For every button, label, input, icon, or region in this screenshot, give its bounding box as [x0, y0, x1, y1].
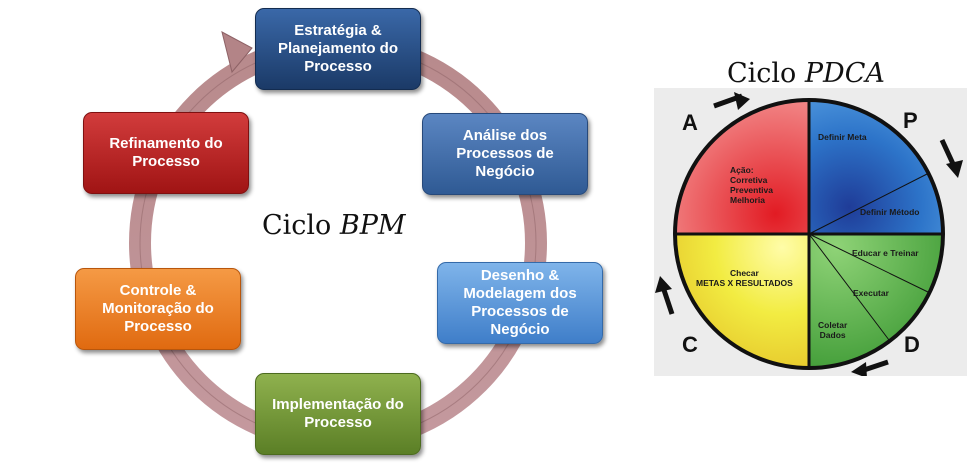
pdca-act-text: Ação: Corretiva Preventiva Melhoria	[730, 165, 773, 205]
pdca-label-a: A	[682, 110, 698, 135]
pdca-plan-meta: Definir Meta	[818, 132, 867, 142]
pdca-label-d: D	[904, 332, 920, 357]
step-analise-processos: Análise dos Processos de Negócio	[422, 113, 588, 195]
bpm-title: Ciclo BPM	[262, 210, 406, 241]
pdca-do-educar: Educar e Treinar	[852, 248, 919, 258]
pdca-wheel	[655, 92, 963, 376]
pdca-plan-metodo: Definir Método	[860, 207, 920, 217]
step-estrategia-planejamento: Estratégia & Planejamento do Processo	[255, 8, 421, 90]
pdca-check-quadrant	[675, 234, 809, 368]
pdca-do-coletar: Coletar Dados	[818, 320, 848, 340]
step-desenho-modelagem: Desenho & Modelagem dos Processos de Neg…	[437, 262, 603, 344]
step-refinamento: Refinamento do Processo	[83, 112, 249, 194]
step-controle-monitoracao: Controle & Monitoração do Processo	[75, 268, 241, 350]
arrow-c-to-a-icon	[655, 276, 675, 315]
pdca-label-c: C	[682, 332, 698, 357]
arrow-p-to-d-icon	[939, 138, 963, 178]
pdca-act-quadrant	[675, 100, 809, 234]
pdca-check-text: Checar METAS X RESULTADOS	[696, 268, 793, 288]
pdca-do-executar: Executar	[853, 288, 889, 298]
pdca-do-quadrant	[809, 234, 943, 368]
step-implementacao: Implementação do Processo	[255, 373, 421, 455]
pdca-title: Ciclo PDCA	[727, 58, 885, 89]
arrow-d-to-c-icon	[851, 359, 889, 376]
arrow-a-to-p-icon	[713, 92, 750, 110]
cycle-arrowhead-icon	[221, 31, 253, 74]
pdca-label-p: P	[903, 108, 918, 133]
bpm-cycle-diagram: Estratégia & Planejamento do Processo An…	[75, 8, 603, 455]
pdca-plan-quadrant	[809, 100, 943, 234]
